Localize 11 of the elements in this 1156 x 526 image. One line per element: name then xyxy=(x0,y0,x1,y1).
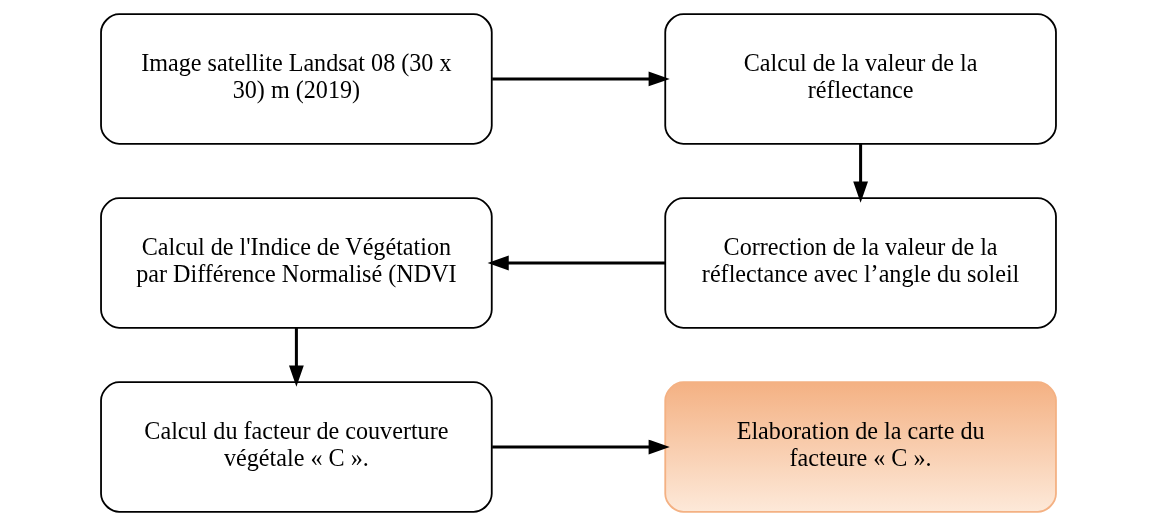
arrow xyxy=(288,327,304,387)
node-box: Image satellite Landsat 08 (30 x 30) m (2019) xyxy=(99,13,493,145)
arrow xyxy=(852,143,868,203)
node-box: Calcul de l'Indice de Végétation par Différence Normalisé (NDVI xyxy=(99,197,493,329)
node-box: Elaboration de la carte du facteure « C ». xyxy=(663,381,1057,513)
arrow xyxy=(491,439,670,455)
node-box: Calcul de la valeur de la réflectance xyxy=(663,13,1057,145)
node-box: Correction de la valeur de la réflectance avec l’angle du soleil xyxy=(663,197,1057,329)
arrow xyxy=(487,255,665,271)
node-box: Calcul du facteur de couverture végétale « C ». xyxy=(99,381,493,513)
arrow xyxy=(491,71,670,87)
